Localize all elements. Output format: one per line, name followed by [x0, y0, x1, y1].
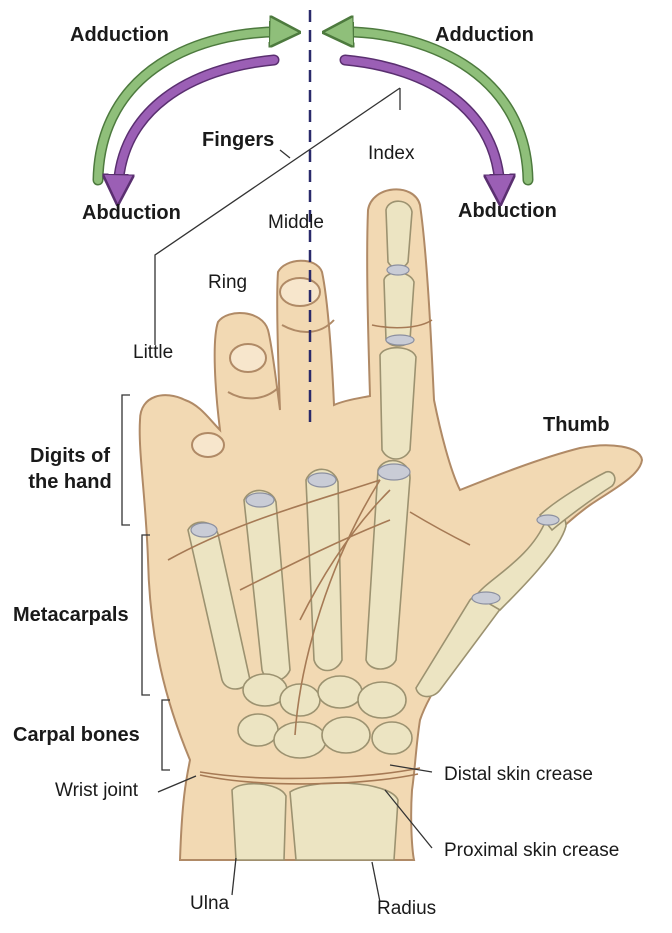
digits-label: Digits of the hand — [20, 443, 120, 495]
thumb-label: Thumb — [543, 414, 610, 437]
distal-skin-crease-label: Distal skin crease — [444, 764, 593, 786]
abduction-label-left: Abduction — [82, 202, 181, 225]
middle-finger-label: Middle — [268, 212, 324, 234]
radius-label: Radius — [377, 898, 436, 920]
digits-label-line1: Digits of — [20, 443, 120, 469]
adduction-label-left: Adduction — [70, 24, 169, 47]
little-finger-label: Little — [133, 342, 173, 364]
index-finger-label: Index — [368, 143, 414, 165]
proximal-skin-crease-label: Proximal skin crease — [444, 840, 619, 862]
metacarpals-label: Metacarpals — [13, 604, 129, 627]
carpal-bones-label: Carpal bones — [13, 724, 140, 747]
wrist-joint-label: Wrist joint — [55, 780, 138, 802]
abduction-label-right: Abduction — [458, 200, 557, 223]
ulna-label: Ulna — [190, 893, 229, 915]
adduction-label-right: Adduction — [435, 24, 534, 47]
fingers-label: Fingers — [202, 129, 274, 152]
digits-label-line2: the hand — [20, 469, 120, 495]
ring-finger-label: Ring — [208, 272, 247, 294]
